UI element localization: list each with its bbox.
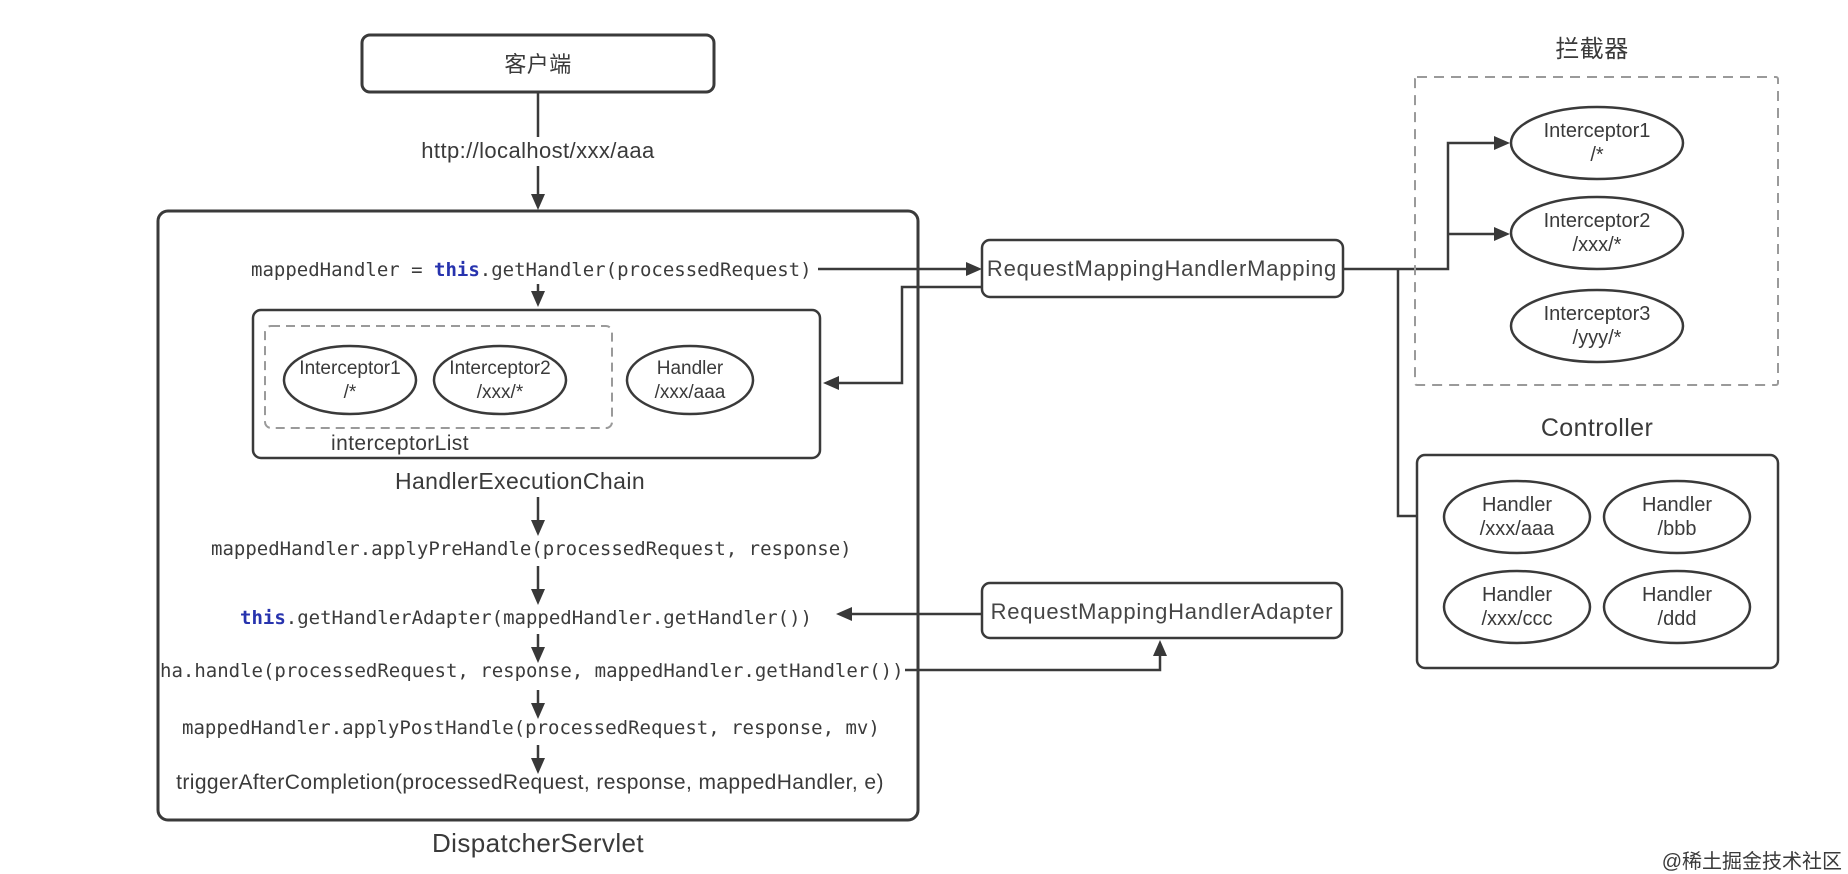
handler-bbb-name: Handler bbox=[1642, 494, 1712, 516]
request-mapping-handler-adapter-box bbox=[980, 581, 1344, 640]
arrow-mapping-to-interceptor1 bbox=[1343, 136, 1510, 271]
interceptor3-path: /yyy/* bbox=[1573, 327, 1622, 349]
request-mapping-handler-mapping-label: RequestMappingHandlerMapping bbox=[987, 256, 1337, 281]
code-line-gethandler: mappedHandler = this.getHandler(processe… bbox=[251, 259, 812, 281]
interceptors-panel-title: 拦截器 bbox=[1555, 36, 1628, 63]
request-mapping-handler-adapter-label: RequestMappingHandlerAdapter bbox=[991, 599, 1334, 624]
controller-panel-title: Controller bbox=[1541, 414, 1653, 442]
code-line-prehandle: mappedHandler.applyPreHandle(processedRe… bbox=[211, 538, 852, 560]
chain-interceptor1-ellipse bbox=[282, 344, 418, 416]
chain-interceptor2-ellipse bbox=[432, 344, 568, 416]
interceptors-panel-dashed-box bbox=[1414, 76, 1779, 386]
keyword-this: this bbox=[434, 259, 480, 281]
interceptor-list-label: interceptorList bbox=[331, 432, 469, 455]
client-label: 客户端 bbox=[504, 52, 571, 77]
chain-interceptor2-name: Interceptor2 bbox=[449, 358, 550, 379]
code-line-posthandle: mappedHandler.applyPostHandle(processedR… bbox=[182, 717, 880, 739]
handler-bbb-ellipse bbox=[1602, 479, 1752, 555]
handler-execution-chain-label: HandlerExecutionChain bbox=[395, 468, 645, 494]
chain-handler-name: Handler bbox=[657, 358, 724, 379]
chain-interceptor2-path: /xxx/* bbox=[477, 382, 524, 403]
code-gethandler-pre: mappedHandler = bbox=[251, 259, 434, 281]
handler-xxx-ccc-path: /xxx/ccc bbox=[1481, 608, 1552, 630]
request-url-label: http://localhost/xxx/aaa bbox=[421, 138, 655, 163]
code-line-trigger: triggerAfterCompletion(processedRequest,… bbox=[176, 771, 884, 794]
interceptor1-ellipse bbox=[1509, 105, 1685, 181]
handler-bbb-path: /bbb bbox=[1658, 518, 1697, 540]
arrow-mapping-to-chain bbox=[823, 285, 982, 390]
handler-xxx-aaa-path: /xxx/aaa bbox=[1480, 518, 1555, 540]
interceptor-list-dashed-box bbox=[264, 325, 613, 429]
handler-ddd-path: /ddd bbox=[1658, 608, 1697, 630]
keyword-this-2: this bbox=[240, 607, 286, 629]
interceptor2-name: Interceptor2 bbox=[1544, 210, 1651, 232]
chain-handler-ellipse bbox=[625, 344, 755, 416]
handler-xxx-ccc-ellipse bbox=[1442, 569, 1592, 645]
chain-handler-path: /xxx/aaa bbox=[655, 382, 726, 403]
interceptor3-ellipse bbox=[1509, 288, 1685, 364]
handler-ddd-name: Handler bbox=[1642, 584, 1712, 606]
chain-interceptor1-path: /* bbox=[344, 382, 357, 403]
handler-xxx-aaa-name: Handler bbox=[1482, 494, 1552, 516]
interceptor2-ellipse bbox=[1509, 195, 1685, 271]
handler-xxx-ccc-name: Handler bbox=[1482, 584, 1552, 606]
interceptor2-path: /xxx/* bbox=[1573, 234, 1622, 256]
code-line-getadapter: this.getHandlerAdapter(mappedHandler.get… bbox=[240, 607, 812, 629]
interceptor1-path: /* bbox=[1590, 144, 1604, 166]
code-getadapter-post: .getHandlerAdapter(mappedHandler.getHand… bbox=[286, 607, 812, 629]
interceptor1-name: Interceptor1 bbox=[1544, 120, 1651, 142]
handler-ddd-ellipse bbox=[1602, 569, 1752, 645]
interceptor3-name: Interceptor3 bbox=[1544, 303, 1651, 325]
code-line-hahandle: ha.handle(processedRequest, response, ma… bbox=[160, 660, 904, 682]
chain-interceptor1-name: Interceptor1 bbox=[299, 358, 400, 379]
handler-xxx-aaa-ellipse bbox=[1442, 479, 1592, 555]
code-gethandler-post: .getHandler(processedRequest) bbox=[480, 259, 812, 281]
watermark-label: @稀土掘金技术社区 bbox=[1662, 850, 1842, 873]
arrow-hahandle-to-adapter bbox=[905, 640, 1167, 672]
dispatcher-servlet-label: DispatcherServlet bbox=[432, 828, 644, 858]
